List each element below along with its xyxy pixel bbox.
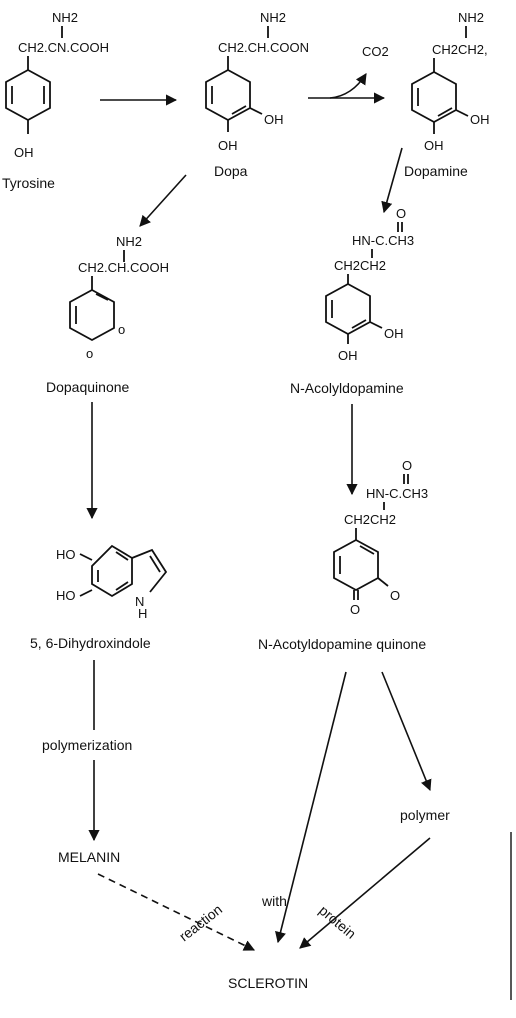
- dopaquinone-label: Dopaquinone: [46, 379, 130, 395]
- dihydroxindole-h: H: [138, 606, 147, 621]
- dopa-oh-1: OH: [264, 112, 284, 127]
- n-acetyldopamine-label: N-Acolyldopamine: [290, 380, 404, 396]
- protein-label: protein: [316, 902, 359, 942]
- melanin-label: MELANIN: [58, 849, 120, 865]
- dopamine-oh-2: OH: [424, 138, 444, 153]
- dopa-oh-2: OH: [218, 138, 238, 153]
- tyrosine-amine: NH2: [52, 10, 78, 25]
- dopaquinone-amine: NH2: [116, 234, 142, 249]
- dihydroxindole-structure: HO HO N H: [56, 544, 168, 621]
- nad-quinone-label: N-Acotyldopamine quinone: [258, 636, 426, 652]
- polymer-label: polymer: [400, 807, 450, 823]
- tyrosine-side-chain: CH2.CN.COOH: [18, 40, 109, 55]
- dopa-side-chain: CH2.CH.COON: [218, 40, 309, 55]
- n-acetyldopamine-carbonyl-o: O: [396, 206, 406, 221]
- arrow-dopamine-to-n-acetyldopamine: [381, 147, 403, 214]
- n-acetyldopamine-oh-1: OH: [384, 326, 404, 341]
- n-acetyldopamine-structure: O HN-C.CH3 CH2CH2 OH OH: [325, 206, 414, 363]
- arrow-dopa-to-dopaquinone: [139, 174, 187, 227]
- dopa-label: Dopa: [214, 163, 248, 179]
- dihydroxindole-label: 5, 6-Dihydroxindole: [30, 635, 151, 651]
- dashed-arrow-melanin-to-sclerotin: [97, 873, 256, 951]
- nad-quinone-o-2: O: [350, 602, 360, 617]
- dopaquinone-o-1: o: [118, 322, 125, 337]
- dopamine-side-chain: CH2CH2,: [432, 42, 488, 57]
- dopa-amine: NH2: [260, 10, 286, 25]
- dopaquinone-side-chain: CH2.CH.COOH: [78, 260, 169, 275]
- dopa-structure: NH2 CH2.CH.COON OH OH: [205, 10, 309, 153]
- arrow-polymer-to-sclerotin: [299, 837, 431, 949]
- nad-quinone-acyl: HN-C.CH3: [366, 486, 428, 501]
- dihydroxindole-ho-1: HO: [56, 547, 76, 562]
- co2-byproduct: CO2: [362, 44, 389, 59]
- polymerization-label: polymerization: [42, 737, 132, 753]
- nad-quinone-structure: O HN-C.CH3 CH2CH2 O O: [333, 458, 428, 617]
- dopaquinone-o-2: o: [86, 346, 93, 361]
- nad-quinone-side-chain: CH2CH2: [344, 512, 396, 527]
- reaction-label: reaction: [176, 901, 225, 944]
- with-label: with: [261, 893, 287, 909]
- dopamine-oh-1: OH: [470, 112, 490, 127]
- dopamine-structure: NH2 CH2CH2, OH OH: [411, 10, 490, 153]
- tyrosine-structure: NH2 CH2.CN.COOH OH: [5, 10, 109, 160]
- n-acetyldopamine-oh-2: OH: [338, 348, 358, 363]
- dopamine-amine: NH2: [458, 10, 484, 25]
- n-acetyldopamine-side-chain: CH2CH2: [334, 258, 386, 273]
- nad-quinone-o-1: O: [390, 588, 400, 603]
- dihydroxindole-ho-2: HO: [56, 588, 76, 603]
- dopamine-label: Dopamine: [404, 163, 468, 179]
- tyrosine-oh: OH: [14, 145, 34, 160]
- arrow-co2-release: [329, 73, 367, 99]
- dihydroxindole-n: N: [135, 594, 144, 609]
- dopaquinone-structure: NH2 CH2.CH.COOH o o: [69, 234, 169, 361]
- arrow-quinone-to-polymer: [381, 671, 432, 792]
- arrow-quinone-to-sclerotin: [275, 671, 347, 944]
- tyrosine-label: Tyrosine: [2, 175, 55, 191]
- sclerotin-label: SCLEROTIN: [228, 975, 308, 991]
- nad-quinone-carbonyl-o: O: [402, 458, 412, 473]
- n-acetyldopamine-acyl: HN-C.CH3: [352, 233, 414, 248]
